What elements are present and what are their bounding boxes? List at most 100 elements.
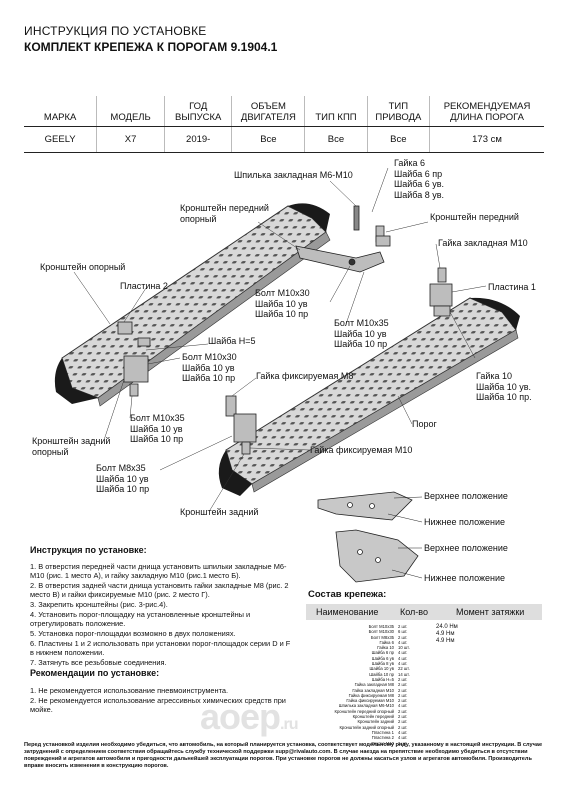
part-qty: 4 шт. [398,735,408,741]
spec-header: ТИП КПП [304,96,368,127]
label-stud: Шпилька закладная М6-М10 [234,170,353,180]
spec-header-row: МАРКА МОДЕЛЬ ГОД ВЫПУСКА ОБЪЕМ ДВИГАТЕЛЯ… [24,96,544,127]
part-name: Гайка 10 [377,645,394,651]
recommendation-item: 2. Не рекомендуется использование агресс… [30,696,286,714]
part-name: Кронштейн передний [352,714,394,720]
label-bolt-m8x35: Болт М8х35 Шайба 10 ув Шайба 10 пр [96,463,150,494]
part-qty: 2 шт. [398,676,408,682]
part-name: Кронштейн передний опорный [334,708,394,714]
part-qty: 2 шт. [398,740,408,746]
part-name: Болт М10х35 [368,624,394,629]
label-nut-fix-m10: Гайка фиксируемая М10 [310,445,413,455]
part-qty: 2 шт. [398,719,408,725]
instructions-list: 1. В отверстия передней части днища уста… [30,562,295,668]
part-name: Шайба 10 ув [369,666,394,672]
parts-header-torque: Момент затяжки [456,607,525,617]
rear-bracket-lower [225,395,257,455]
position-diagram-1 [317,491,423,523]
recommendation-item: 1. Не рекомендуется использование пневмо… [30,686,229,695]
instruction-item: 3. Закрепить кронштейны (рис. 3-рис.4). [30,600,168,609]
spec-header: ОБЪЕМ ДВИГАТЕЛЯ [231,96,305,127]
part-name: Пластина 2 [371,735,394,741]
part-name: Шпилька закладная М6-М10 [338,703,394,709]
part-qty: 4 шт. [398,650,408,656]
part-qty: 2 шт. [398,634,408,640]
instruction-item: 2. В отверстия задней части днища устано… [30,581,289,599]
label-lower-position-1: Нижнее положение [424,517,505,527]
part-qty: 4 шт. [398,655,408,661]
spec-data-row: GEELY X7 2019- Все Все Все 173 см [24,126,544,153]
spec-header: МАРКА [24,96,97,127]
part-qty: 2 шт. [398,682,408,688]
spec-cell: GEELY [24,126,97,153]
parts-table-header: Наименование Кол-во Момент затяжки [306,604,542,620]
label-upper-position-2: Верхнее положение [424,543,508,553]
spec-cell: X7 [96,126,165,153]
part-qty: 10 шт. [398,645,410,651]
watermark: aoep.ru [200,696,299,738]
spec-table: МАРКА МОДЕЛЬ ГОД ВЫПУСКА ОБЪЕМ ДВИГАТЕЛЯ… [24,96,544,153]
label-nut6: Гайка 6 Шайба 6 пр Шайба 6 ув. Шайба 8 у… [394,158,445,200]
header-subtitle: КОМПЛЕКТ КРЕПЕЖА К ПОРОГАМ 9.1904.1 [24,40,278,54]
spec-header: МОДЕЛЬ [96,96,165,127]
part-qty: 2 шт. [398,698,408,704]
spec-header: РЕКОМЕНДУЕМАЯ ДЛИНА ПОРОГА [429,96,544,127]
part-name: Пластина 1 [371,729,394,735]
label-bolt-m10x35-left: Болт М10х35 Шайба 10 ув Шайба 10 пр [130,413,185,444]
instruction-item: 6. Пластины 1 и 2 использовать при устан… [30,639,291,657]
label-washer-h5: Шайба Н=5 [208,336,256,346]
spec-header: ГОД ВЫПУСКА [163,96,232,127]
label-sill: Порог [412,419,437,429]
label-upper-position-1: Верхнее положение [424,491,508,501]
part-name: Шайба 10 пр [369,671,394,677]
part-torque: 24.0 Нм [436,624,458,630]
label-bolt-m10x35-right: Болт М10х35 Шайба 10 ув Шайба 10 пр [334,318,389,349]
recommendations-list: 1. Не рекомендуется использование пневмо… [30,686,295,715]
parts-header-name: Наименование [316,607,379,617]
spec-cell: Все [366,126,430,153]
part-qty: 22 шт. [398,666,410,672]
watermark-text: aoep [200,696,281,737]
part-qty: 2 шт. [398,687,408,693]
label-bracket-rear: Кронштейн задний [180,507,259,517]
label-bracket-front: Кронштейн передний [430,212,519,222]
parts-qty-column: 2 шт.6 шт.2 шт.4 шт.10 шт.4 шт.4 шт.4 шт… [398,624,410,746]
part-name: Болт М10х30 [368,629,394,635]
label-plate1: Пластина 1 [488,282,536,292]
spec-cell: 2019- [163,126,232,153]
spec-header: ТИП ПРИВОДА [366,96,430,127]
label-bracket-support: Кронштейн опорный [40,262,126,272]
label-lower-position-2: Нижнее положение [424,573,505,583]
part-qty: 2 шт. [398,692,408,698]
bracket-left-group [117,321,151,397]
part-qty: 6 шт. [398,629,408,635]
header-title: ИНСТРУКЦИЯ ПО УСТАНОВКЕ [24,24,207,38]
instruction-item: 4. Установить порог-площадку на установл… [30,610,251,628]
label-bracket-rear-support: Кронштейн задний опорный [32,436,111,457]
spec-cell: Все [304,126,368,153]
label-nut-m10-embedded: Гайка закладная М10 [438,238,528,248]
part-name: Болт М8х35 [370,634,394,640]
spec-cell: 173 см [429,126,544,153]
part-qty: 14 шт. [398,671,410,677]
label-nut10: Гайка 10 Шайба 10 ув. Шайба 10 пр. [476,371,532,402]
label-plate2: Пластина 2 [120,281,168,291]
part-name: Втулка М10 [371,740,394,746]
part-qty: 2 шт. [398,724,408,730]
label-bolt-m10x30-top: Болт М10х30 Шайба 10 ув Шайба 10 пр [255,288,310,319]
part-qty: 4 шт. [398,729,408,735]
part-name: Шайба 6 ув [371,655,394,661]
label-bolt-m10x30-mid: Болт М10х30 Шайба 10 ув Шайба 10 пр [182,352,237,383]
footer-disclaimer: Перед установкой изделия необходимо убед… [24,742,543,769]
part-name: Гайка закладная М10 [352,687,394,693]
position-diagram-2 [335,529,423,583]
part-qty: 2 шт. [398,708,408,714]
part-qty: 4 шт. [398,703,408,709]
part-name: Шайба Н=5 [371,676,394,682]
instruction-item: 7. Затянуть все резьбовые соединения. [30,658,167,667]
label-nut-fix-m8: Гайка фиксируемая М8 [256,371,354,381]
part-torque: 4.9 Нм [436,638,455,644]
